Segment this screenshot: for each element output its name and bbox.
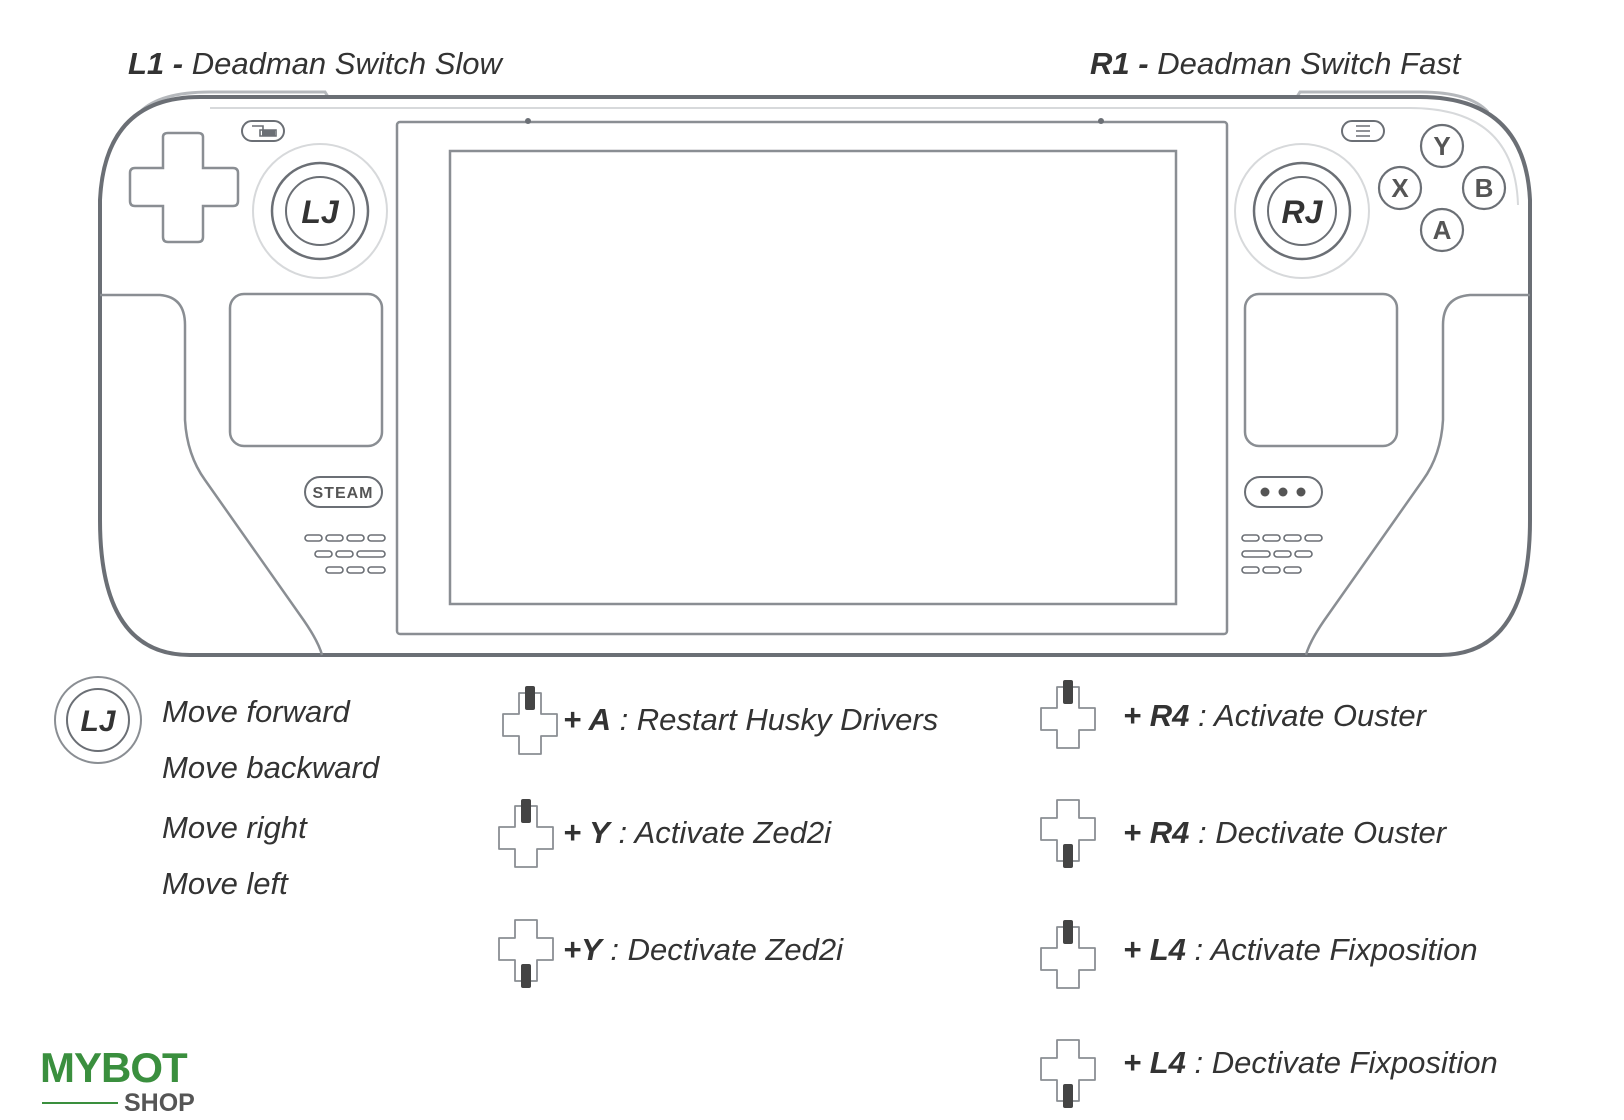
combo-deactivate-fixposition: + L4 : Dectivate Fixposition bbox=[1123, 1045, 1498, 1081]
combo-restart-husky: + A : Restart Husky Drivers bbox=[563, 702, 938, 738]
combo-key: + L4 bbox=[1123, 1045, 1186, 1080]
dpad[interactable] bbox=[128, 131, 240, 244]
l1-action: Deadman Switch Slow bbox=[191, 46, 502, 81]
y-button[interactable] bbox=[1419, 123, 1465, 169]
right-joystick-label: RJ bbox=[1282, 194, 1324, 230]
right-trackpad[interactable] bbox=[1243, 292, 1399, 448]
l1-label: L1 - Deadman Switch Slow bbox=[128, 46, 502, 82]
combo-deactivate-zed2i: +Y : Dectivate Zed2i bbox=[563, 932, 843, 968]
b-button[interactable] bbox=[1461, 165, 1507, 211]
right-speaker-grille bbox=[1241, 534, 1323, 574]
x-button-label: X bbox=[1391, 173, 1409, 203]
mybot-shop-logo: MYBOT SHOP bbox=[40, 1044, 210, 1117]
steam-button[interactable] bbox=[304, 476, 383, 508]
combo-key: + Y bbox=[563, 815, 610, 850]
r1-bumper bbox=[1293, 90, 1490, 114]
l1-key: L1 - bbox=[128, 46, 184, 81]
dpad-up-icon bbox=[498, 799, 554, 868]
lj-legend-icon: LJ bbox=[54, 676, 142, 764]
logo-sub: SHOP bbox=[124, 1089, 195, 1117]
x-button[interactable] bbox=[1377, 165, 1423, 211]
dpad-down-icon bbox=[498, 919, 554, 988]
lj-action-right: Move right bbox=[162, 810, 307, 845]
left-grip bbox=[100, 293, 324, 656]
dpad-up-icon bbox=[1040, 680, 1096, 749]
combo-key: + L4 bbox=[1123, 932, 1186, 967]
combo-activate-fixposition: + L4 : Activate Fixposition bbox=[1123, 932, 1478, 968]
r1-key: R1 - bbox=[1090, 46, 1149, 81]
r1-label: R1 - Deadman Switch Fast bbox=[1090, 46, 1460, 82]
lj-action-forward: Move forward bbox=[162, 694, 350, 729]
lj-action-backward: Move backward bbox=[162, 750, 380, 785]
left-joystick-label: LJ bbox=[301, 194, 340, 230]
a-button[interactable] bbox=[1419, 207, 1465, 253]
dpad-up-icon bbox=[1040, 920, 1096, 989]
logo-brand: MYBOT bbox=[40, 1044, 188, 1091]
left-trackpad[interactable] bbox=[228, 292, 384, 448]
lj-legend-label: LJ bbox=[80, 705, 116, 738]
combo-action: : Activate Ouster bbox=[1189, 698, 1426, 733]
steam-button-label: STEAM bbox=[313, 485, 374, 502]
r1-action: Deadman Switch Fast bbox=[1157, 46, 1461, 81]
dpad-down-icon bbox=[1040, 799, 1096, 868]
combo-key: + R4 bbox=[1123, 815, 1190, 850]
combo-action: : Activate Fixposition bbox=[1185, 932, 1478, 967]
steam-deck-device: LJ STEAM RJ Y X B A bbox=[98, 90, 1532, 657]
combo-action: : Dectivate Fixposition bbox=[1185, 1045, 1498, 1080]
combo-action: : Dectivate Zed2i bbox=[601, 932, 843, 967]
combo-activate-ouster: + R4 : Activate Ouster bbox=[1123, 698, 1426, 734]
combo-action: : Restart Husky Drivers bbox=[610, 702, 939, 737]
a-button-label: A bbox=[1433, 215, 1452, 245]
dpad-up-icon bbox=[502, 686, 558, 755]
dpad-down-icon bbox=[1040, 1039, 1096, 1108]
combo-action: : Activate Zed2i bbox=[609, 815, 831, 850]
lj-action-left: Move left bbox=[162, 866, 288, 901]
combo-action: : Dectivate Ouster bbox=[1189, 815, 1447, 850]
combo-key: + A bbox=[563, 702, 611, 737]
right-grip bbox=[1304, 293, 1530, 656]
b-button-label: B bbox=[1475, 173, 1494, 203]
face-buttons: Y X B A bbox=[1377, 123, 1507, 253]
combo-key: + R4 bbox=[1123, 698, 1190, 733]
combo-deactivate-ouster: + R4 : Dectivate Ouster bbox=[1123, 815, 1446, 851]
left-speaker-grille bbox=[304, 534, 386, 574]
combo-activate-zed2i: + Y : Activate Zed2i bbox=[563, 815, 831, 851]
y-button-label: Y bbox=[1433, 131, 1450, 161]
combo-key: +Y bbox=[563, 932, 602, 967]
screen bbox=[448, 149, 1178, 606]
